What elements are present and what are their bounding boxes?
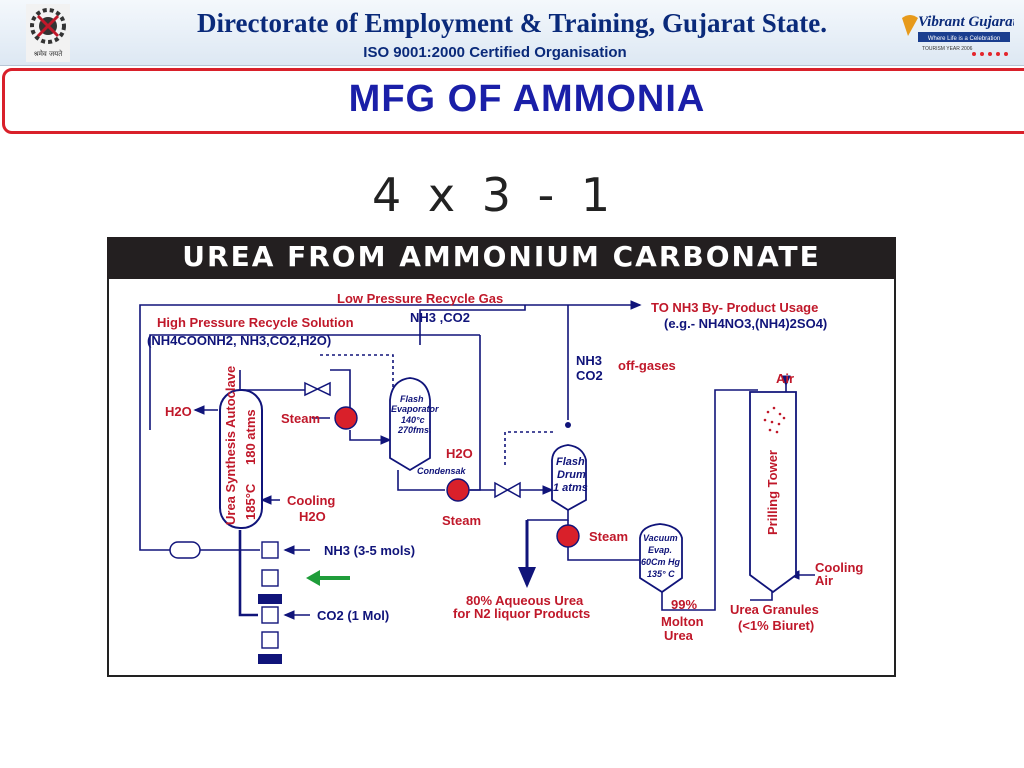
vacuum-evaporator bbox=[639, 523, 683, 594]
compressor-2 bbox=[261, 569, 279, 587]
iso-certification: ISO 9001:2000 Certified Organisation bbox=[363, 44, 627, 61]
label-steam-3: Steam bbox=[589, 529, 628, 544]
label-steam-2: Steam bbox=[442, 513, 481, 528]
label-flash-evap-1: Flash bbox=[400, 394, 424, 404]
drum-bottom bbox=[527, 505, 569, 521]
label-h2o-cond: H2O bbox=[446, 446, 473, 461]
label-flash-drum-3: 1 atms bbox=[553, 482, 588, 494]
urea-autoclave bbox=[219, 389, 263, 529]
compressor-1 bbox=[261, 541, 279, 559]
compressor-base-2 bbox=[258, 654, 282, 664]
label-vac-3: 60Cm Hg bbox=[641, 557, 681, 567]
label-steam-1: Steam bbox=[281, 411, 320, 426]
label-vac-2: Evap. bbox=[648, 545, 672, 555]
vibrant-gujarat-tagline: Where Life is a Celebration bbox=[928, 36, 1000, 42]
label-granules-2: (<1% Biuret) bbox=[738, 618, 814, 633]
label-offgas-nh3: NH3 bbox=[576, 353, 602, 368]
diagram-title: UREA FROM AMMONIUM CARBONATE bbox=[182, 240, 821, 273]
label-flash-drum-2: Drum bbox=[557, 469, 586, 481]
label-vac-1: Vacuum bbox=[643, 533, 678, 543]
hp-recycle-line bbox=[149, 334, 480, 430]
label-molton-2: Urea bbox=[664, 628, 694, 643]
dashed-control bbox=[320, 354, 394, 395]
emblem-logo: श्रमेव जयते bbox=[26, 4, 70, 62]
label-cooling-h2o-1: Cooling bbox=[287, 493, 335, 508]
steam-heater-1 bbox=[334, 406, 358, 430]
vibrant-gujarat-name: Vibrant Gujarat bbox=[918, 14, 1014, 30]
valve-2 bbox=[494, 481, 521, 499]
label-autoclave-1: Urea Synthesis Autoclave bbox=[223, 366, 238, 525]
label-hp-recycle: High Pressure Recycle Solution bbox=[157, 315, 354, 330]
label-cooling-h2o-2: H2O bbox=[299, 509, 326, 524]
vibrant-gujarat-year: TOURISM YEAR 2006 bbox=[922, 46, 973, 52]
valve-to-evap bbox=[330, 369, 351, 410]
label-granules-1: Urea Granules bbox=[730, 602, 819, 617]
emblem-caption: श्रमेव जयते bbox=[34, 49, 64, 58]
flash-drum bbox=[551, 444, 587, 512]
label-lp-recycle: Low Pressure Recycle Gas bbox=[337, 291, 503, 306]
vibrant-gujarat-logo: Vibrant Gujarat Where Life is a Celebrat… bbox=[902, 14, 1014, 56]
valve-1 bbox=[304, 381, 331, 397]
org-title: Directorate of Employment & Training, Gu… bbox=[197, 8, 827, 38]
label-flash-evap-2: Evaporator bbox=[391, 404, 439, 414]
label-flash-evap-3: 140°c bbox=[401, 415, 425, 425]
prilling-tower bbox=[749, 391, 797, 594]
label-air-top: Air bbox=[776, 371, 794, 386]
label-co2-feed: CO2 (1 Mol) bbox=[317, 608, 389, 623]
label-h2o-left: H2O bbox=[165, 404, 192, 419]
label-99pct: 99% bbox=[671, 597, 697, 612]
label-autoclave-2: 180 atms bbox=[243, 409, 258, 465]
granules-out bbox=[750, 590, 773, 601]
lp-recycle-line bbox=[139, 304, 568, 551]
label-flash-evap-4: 270fms. bbox=[397, 425, 432, 435]
label-flash-drum-1: Flash bbox=[556, 456, 585, 468]
label-offgases: off-gases bbox=[618, 358, 676, 373]
steam-heater-3 bbox=[556, 524, 580, 548]
recycle-pump bbox=[169, 541, 201, 559]
feed-vertical bbox=[238, 530, 258, 617]
steam-heater-2 bbox=[446, 478, 470, 502]
page-title: MFG OF AMMONIA bbox=[348, 78, 706, 120]
diagram-header-bar bbox=[107, 237, 896, 279]
label-cooling-air-2: Air bbox=[815, 573, 833, 588]
dashed-drum-control bbox=[504, 431, 555, 465]
label-condensak: Condensak bbox=[417, 466, 467, 476]
compressor-base-1 bbox=[258, 594, 282, 604]
title-frame bbox=[2, 68, 1024, 134]
label-vac-4: 135° C bbox=[647, 569, 675, 579]
compressor-3 bbox=[261, 606, 279, 624]
label-aqueous-1: 80% Aqueous Urea bbox=[466, 593, 584, 608]
evap-to-drum bbox=[397, 470, 445, 491]
header-banner bbox=[0, 0, 1024, 66]
label-byproduct-eg: (e.g.- NH4NO3,(NH4)2SO4) bbox=[664, 316, 827, 331]
prill-spray bbox=[763, 406, 786, 434]
label-autoclave-3: 185°C bbox=[243, 483, 258, 520]
vac-to-tower bbox=[661, 389, 758, 611]
compressor-4 bbox=[261, 631, 279, 649]
label-molton-1: Molton bbox=[661, 614, 704, 629]
label-byproduct: TO NH3 By- Product Usage bbox=[651, 300, 818, 315]
label-cooling-air-1: Cooling bbox=[815, 560, 863, 575]
drum-top-node bbox=[565, 422, 571, 428]
label-nh3-feed: NH3 (3-5 mols) bbox=[324, 543, 415, 558]
autoclave-to-valve bbox=[239, 370, 305, 391]
label-hp-comp: (NH4COONH2, NH3,CO2,H2O) bbox=[147, 333, 331, 348]
slide-code: 4 x 3 - 1 bbox=[372, 168, 617, 222]
label-offgas-co2: CO2 bbox=[576, 368, 603, 383]
evap-feed bbox=[349, 430, 392, 445]
lp-to-evap bbox=[419, 305, 526, 345]
label-lp-comp: NH3 ,CO2 bbox=[410, 310, 470, 325]
flash-evaporator bbox=[389, 377, 431, 472]
label-aqueous-2: for N2 liquor Products bbox=[453, 606, 590, 621]
label-prilling: Prilling Tower bbox=[765, 450, 780, 535]
